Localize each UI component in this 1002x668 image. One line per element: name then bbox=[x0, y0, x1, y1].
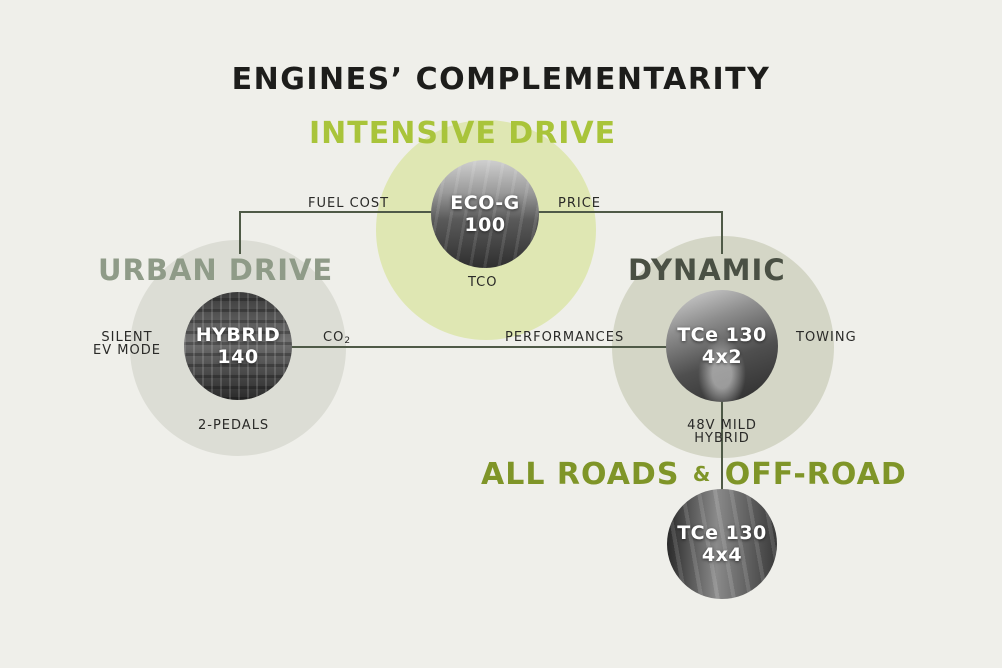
label-co2-subscript: 2 bbox=[344, 336, 352, 346]
engine-tce-130-4x4-circle: TCe 130 4x4 bbox=[667, 489, 777, 599]
engine-eco-g-100-circle: ECO-G 100 bbox=[431, 160, 539, 268]
heading-all-roads-part: ALL ROADS bbox=[481, 457, 680, 492]
engine-power: 140 bbox=[217, 346, 259, 368]
label-48v-mild-hybrid: 48V MILD HYBRID bbox=[672, 419, 772, 445]
label-price: PRICE bbox=[558, 196, 601, 211]
label-2-pedals: 2-PEDALS bbox=[198, 418, 270, 433]
label-mild-line2: HYBRID bbox=[694, 431, 750, 446]
label-mild-line1: 48V MILD bbox=[687, 418, 757, 433]
engine-name: TCe 130 bbox=[677, 324, 767, 346]
engine-drive: 4x2 bbox=[701, 346, 743, 368]
engine-hybrid-140-circle: HYBRID 140 bbox=[184, 292, 292, 400]
engine-tce-130-4x2-circle: TCe 130 4x2 bbox=[666, 290, 778, 402]
diagram-title: ENGINES’ COMPLEMENTARITY bbox=[231, 62, 771, 97]
engine-drive: 4x4 bbox=[701, 544, 743, 566]
heading-all-roads-off-road: ALL ROADS & OFF-ROAD bbox=[481, 457, 907, 492]
heading-urban-drive: URBAN DRIVE bbox=[98, 253, 334, 287]
label-co2: CO2 bbox=[323, 331, 351, 348]
engine-name: TCe 130 bbox=[677, 522, 767, 544]
label-silent-line2: EV MODE bbox=[93, 343, 161, 358]
label-silent-line1: SILENT bbox=[101, 330, 153, 345]
heading-ampersand: & bbox=[692, 462, 712, 486]
engine-power: 100 bbox=[464, 214, 506, 236]
engine-name: ECO-G bbox=[450, 192, 520, 214]
heading-off-road-part: OFF-ROAD bbox=[724, 457, 907, 492]
label-performances: PERFORMANCES bbox=[505, 330, 625, 345]
label-fuel-cost: FUEL COST bbox=[308, 196, 390, 211]
label-silent-ev-mode: SILENT EV MODE bbox=[82, 331, 172, 357]
label-co2-main: CO bbox=[323, 330, 345, 345]
label-tco: TCO bbox=[468, 275, 498, 290]
engine-name: HYBRID bbox=[195, 324, 281, 346]
label-towing: TOWING bbox=[796, 330, 857, 345]
heading-intensive-drive: INTENSIVE DRIVE bbox=[309, 116, 617, 151]
heading-dynamic: DYNAMIC bbox=[628, 253, 786, 287]
